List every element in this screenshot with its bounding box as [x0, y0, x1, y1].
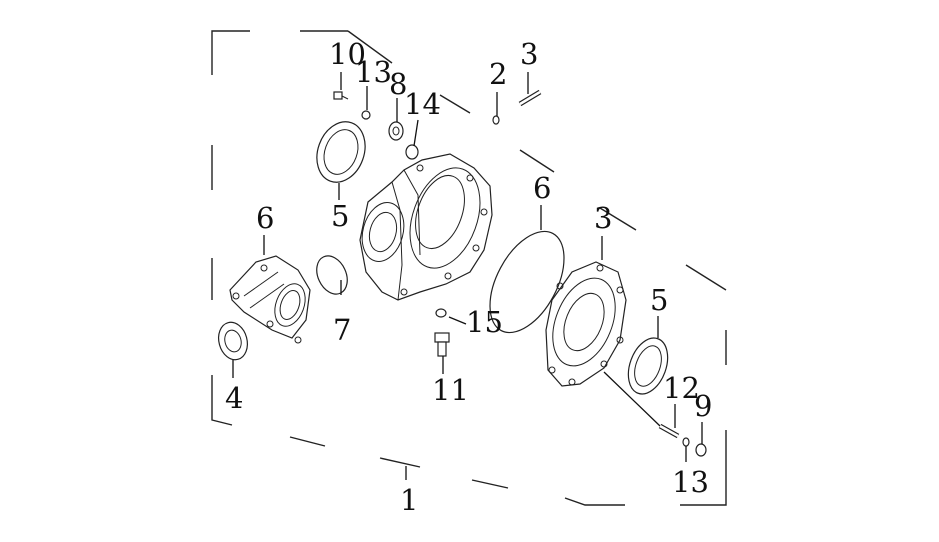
callout-12: 12 — [663, 371, 700, 405]
washer-15 — [435, 308, 447, 318]
nut-9 — [695, 443, 707, 457]
callout-9: 9 — [694, 389, 712, 423]
callout-13-bottom: 13 — [672, 465, 709, 499]
callout-6-gasket: 6 — [533, 171, 551, 205]
callout-2: 2 — [489, 57, 507, 91]
callout-15: 15 — [466, 305, 503, 339]
washer-13-bottom — [682, 437, 690, 447]
washer-13-top — [361, 110, 371, 120]
o-ring-7 — [316, 255, 348, 295]
leader-lines — [232, 72, 703, 480]
callout-5-right: 5 — [650, 283, 668, 317]
thrust-washer-4 — [218, 321, 248, 361]
bolt-11 — [434, 332, 450, 357]
callout-6-bracket: 6 — [256, 201, 274, 235]
callout-10: 10 — [329, 37, 366, 71]
oil-seal-5-right — [627, 337, 669, 395]
flange-bracket-6-left — [229, 255, 311, 344]
assembly-frame — [211, 30, 727, 506]
callout-3-top: 3 — [520, 37, 538, 71]
o-ring-14 — [405, 144, 419, 160]
callout-4: 4 — [225, 381, 243, 415]
stud-12 — [658, 423, 680, 439]
callout-14: 14 — [404, 87, 441, 121]
nut-8 — [388, 121, 404, 141]
callout-11: 11 — [432, 373, 469, 407]
oil-seal-5-left — [316, 121, 366, 183]
callout-13-top: 13 — [355, 55, 392, 89]
side-cover-3-right — [545, 261, 627, 387]
callout-5-left: 5 — [331, 199, 349, 233]
callout-7: 7 — [333, 313, 351, 347]
pin-3 — [518, 89, 542, 107]
callout-8: 8 — [389, 67, 407, 101]
callouts: 10 13 8 14 2 3 6 5 7 4 6 15 11 3 5 12 9 … — [225, 37, 712, 517]
main-housing — [359, 153, 493, 301]
callout-3-cover: 3 — [594, 201, 612, 235]
bolt-10 — [333, 91, 349, 100]
clip-2 — [492, 115, 500, 125]
callout-1: 1 — [400, 483, 418, 517]
gasket-6-right — [489, 230, 565, 334]
